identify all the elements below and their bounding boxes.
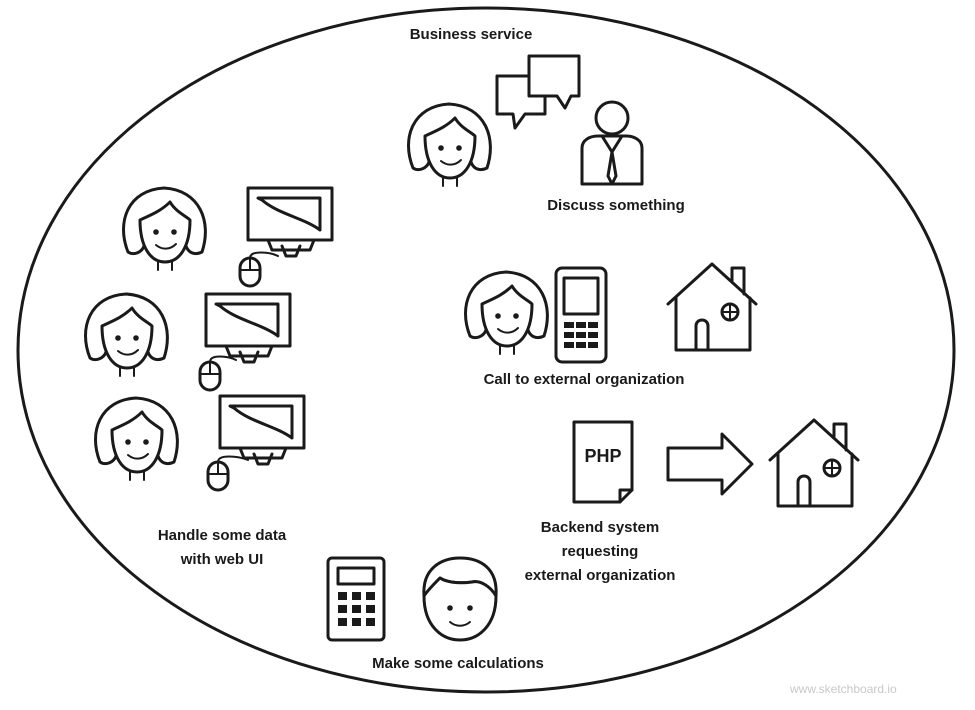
php-document-icon: PHP	[572, 420, 634, 504]
webui-mouse-icon-1	[238, 256, 262, 288]
webui-monitor-icon-1	[246, 186, 334, 258]
webui-mouse-icon-3	[206, 460, 230, 492]
arrow-right-icon	[666, 432, 754, 496]
php-document-label: PHP	[584, 446, 621, 466]
backend-house-icon	[768, 418, 860, 508]
backend-label-line-1: Backend system	[540, 519, 660, 536]
webui-woman-icon-1	[122, 186, 207, 272]
call-label: Call to external organization	[483, 371, 685, 388]
webui-woman-icon-2	[84, 292, 169, 378]
webui-label-line-1: Handle some data	[157, 527, 287, 544]
webui-mouse-icon-2	[198, 360, 222, 392]
mouse-cable-1	[249, 251, 279, 259]
mouse-cable-3	[217, 455, 249, 463]
service-boundary-ellipse	[16, 6, 956, 694]
calculator-icon	[326, 556, 386, 642]
diagram-title: Business service	[409, 26, 533, 43]
call-woman-icon	[464, 270, 549, 356]
mobile-phone-icon	[554, 266, 608, 364]
webui-label: Handle some data with web UI	[117, 524, 327, 572]
business-man-icon	[580, 100, 644, 186]
discuss-woman-icon	[407, 102, 492, 188]
speech-bubbles-icon	[495, 54, 581, 130]
discuss-label: Discuss something	[547, 197, 685, 214]
backend-label-line-2: requesting	[561, 543, 639, 560]
backend-label: Backend system requesting external organ…	[485, 516, 715, 588]
calc-label: Make some calculations	[372, 655, 544, 672]
call-house-icon	[666, 262, 758, 352]
webui-woman-icon-3	[94, 396, 179, 482]
mouse-cable-2	[209, 355, 237, 363]
man-face-icon	[422, 556, 498, 642]
watermark: www.sketchboard.io	[790, 682, 897, 696]
webui-monitor-icon-2	[204, 292, 292, 364]
webui-label-line-2: with web UI	[180, 551, 264, 568]
webui-monitor-icon-3	[218, 394, 306, 466]
backend-label-line-3: external organization	[524, 567, 676, 584]
